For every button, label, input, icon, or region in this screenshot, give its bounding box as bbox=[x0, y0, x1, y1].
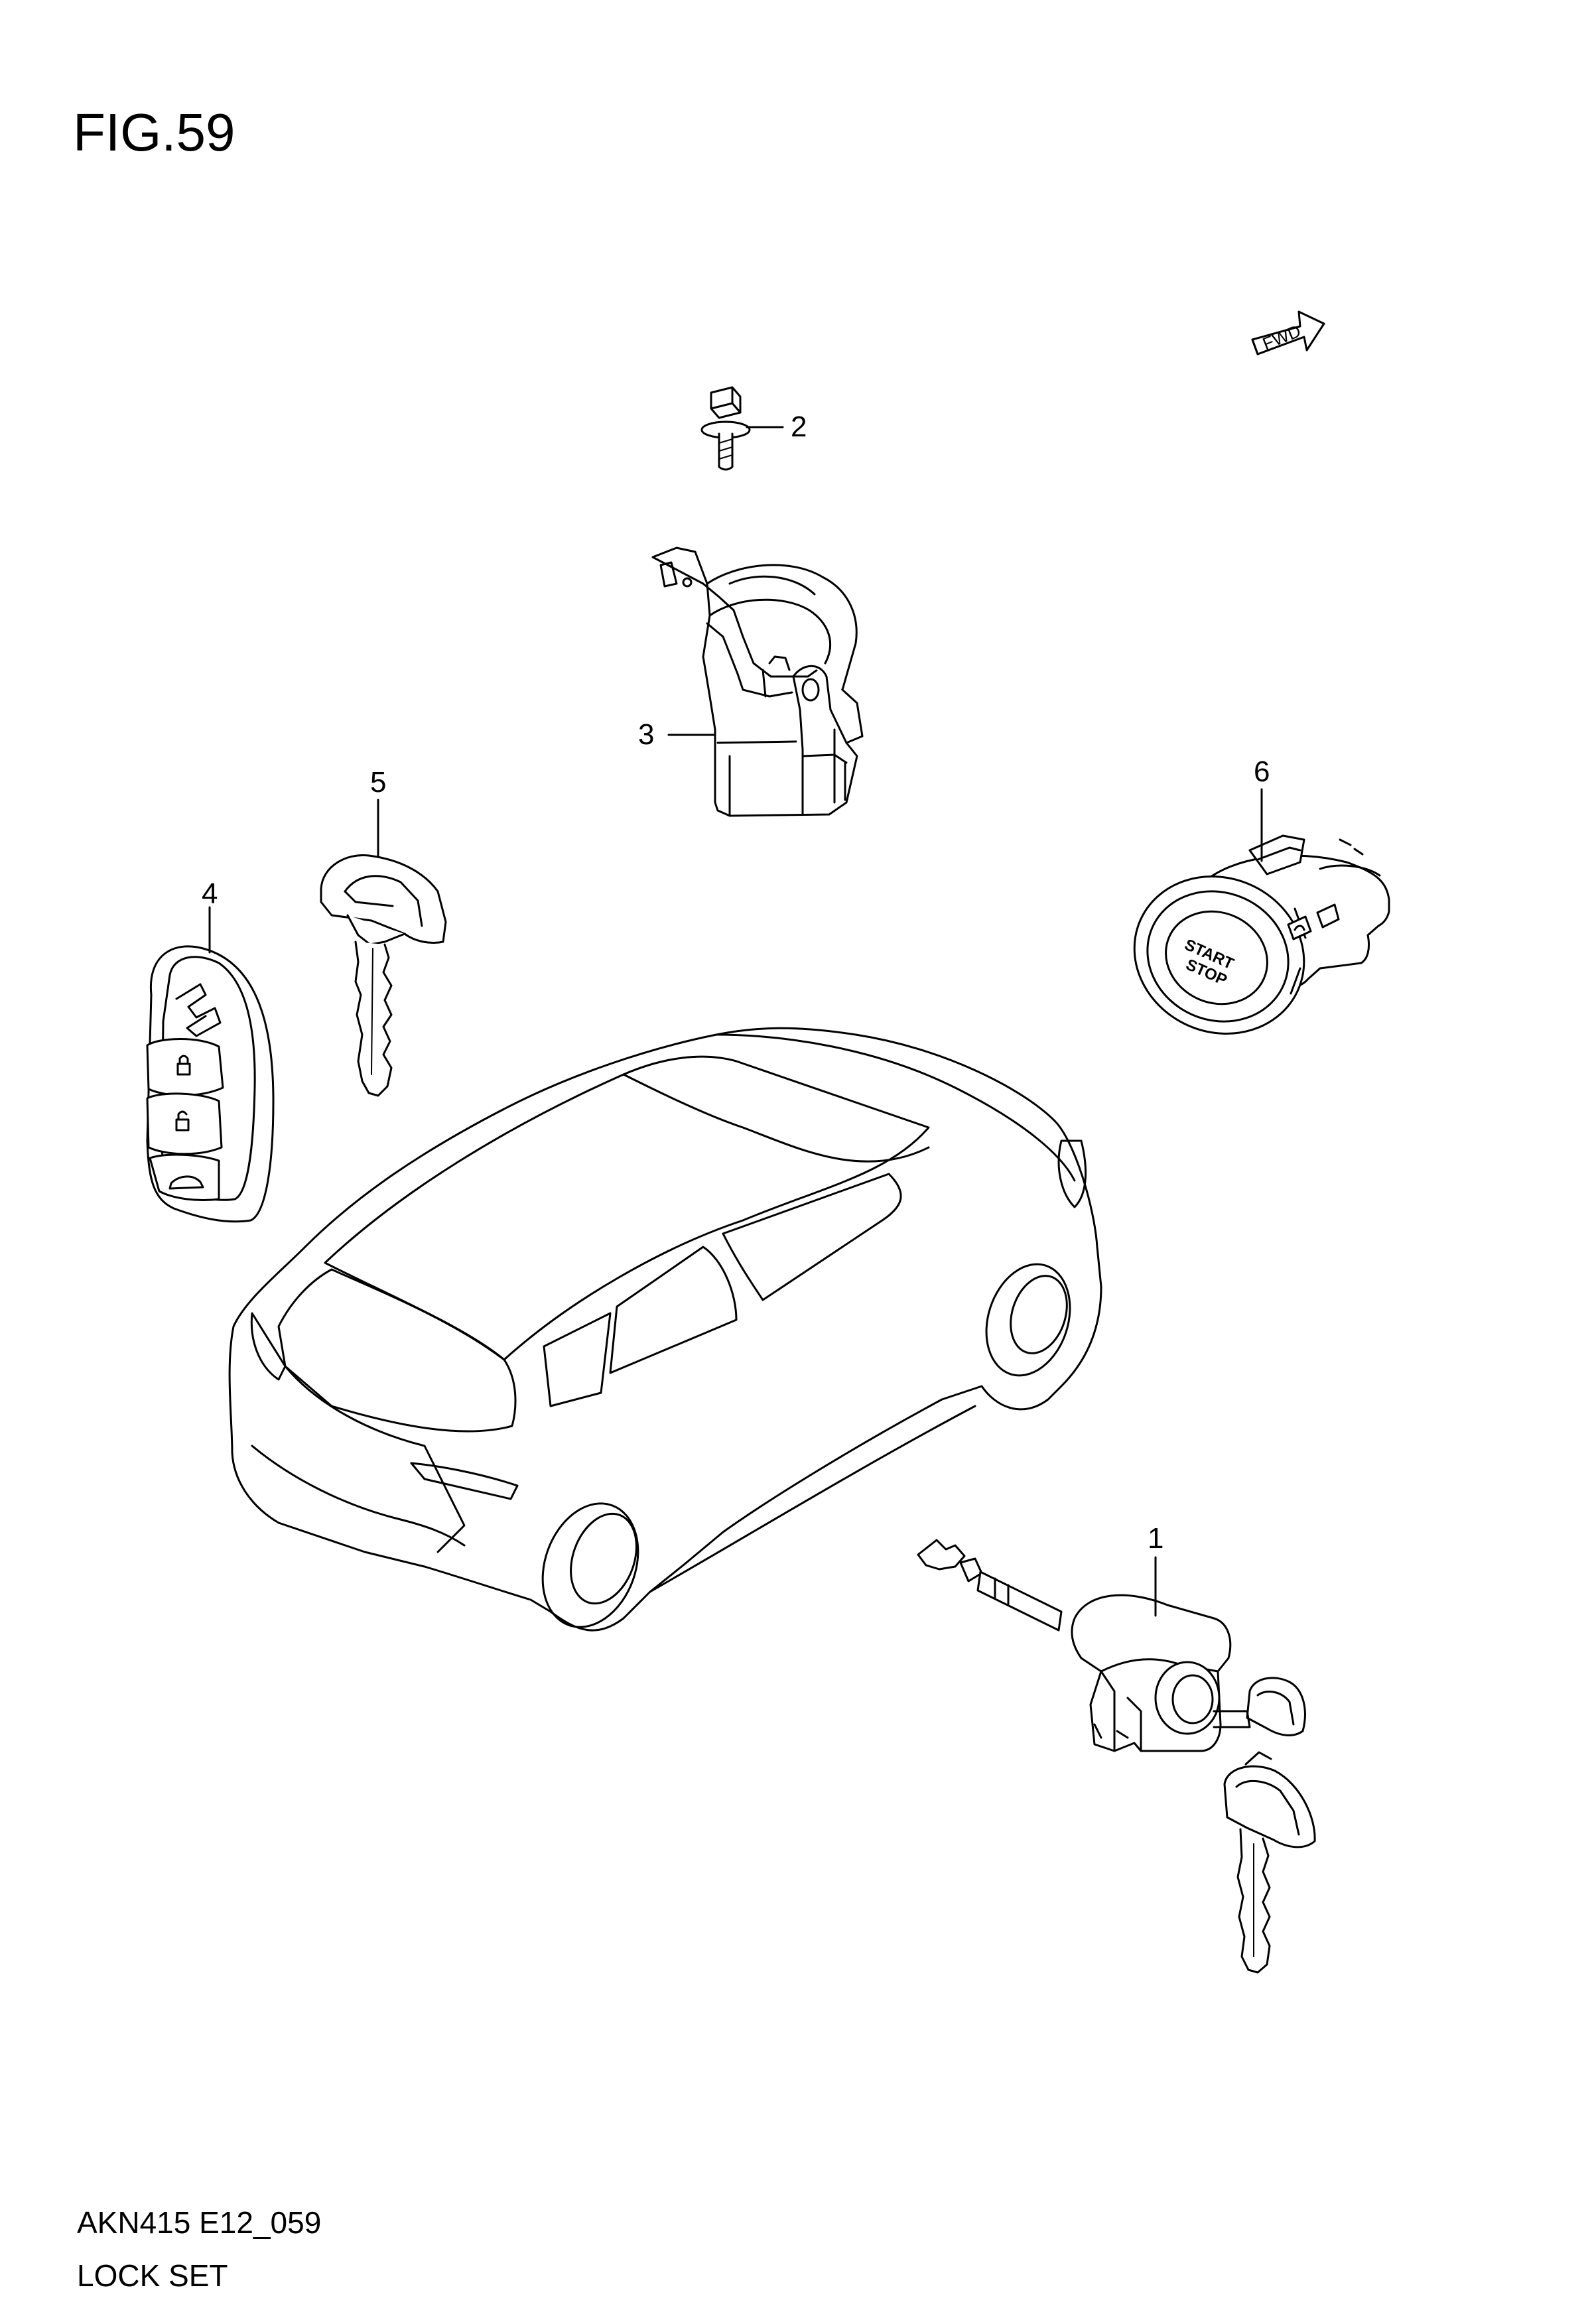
diagram-code: AKN415 E12_059 bbox=[77, 2205, 322, 2240]
vehicle-outline bbox=[228, 1027, 1102, 1632]
diagram-caption: LOCK SET bbox=[77, 2258, 228, 2293]
door-lock-cylinder-part bbox=[917, 1539, 1316, 1974]
smart-key-fob-part bbox=[146, 945, 275, 1223]
unlock-icon bbox=[175, 1118, 190, 1131]
callout-5: 5 bbox=[370, 766, 386, 799]
trunk-icon bbox=[168, 1175, 204, 1190]
fwd-arrow-icon: FWD bbox=[1251, 310, 1325, 355]
lock-icon bbox=[176, 1063, 191, 1076]
ignition-key-part bbox=[320, 854, 447, 1097]
key-ring-icon bbox=[1244, 1751, 1272, 1766]
bolt-part bbox=[700, 386, 751, 471]
callout-3: 3 bbox=[638, 718, 654, 751]
antenna-icon bbox=[1294, 925, 1305, 931]
steering-lock-housing-part bbox=[651, 547, 864, 817]
callout-6: 6 bbox=[1254, 755, 1270, 788]
start-stop-switch-part: START STOP bbox=[1133, 834, 1390, 1035]
callout-2: 2 bbox=[791, 411, 807, 443]
fwd-label: FWD bbox=[1260, 321, 1303, 354]
callout-4: 4 bbox=[202, 877, 218, 910]
callout-1: 1 bbox=[1148, 1522, 1163, 1555]
figure-title: FIG.59 bbox=[73, 103, 235, 162]
